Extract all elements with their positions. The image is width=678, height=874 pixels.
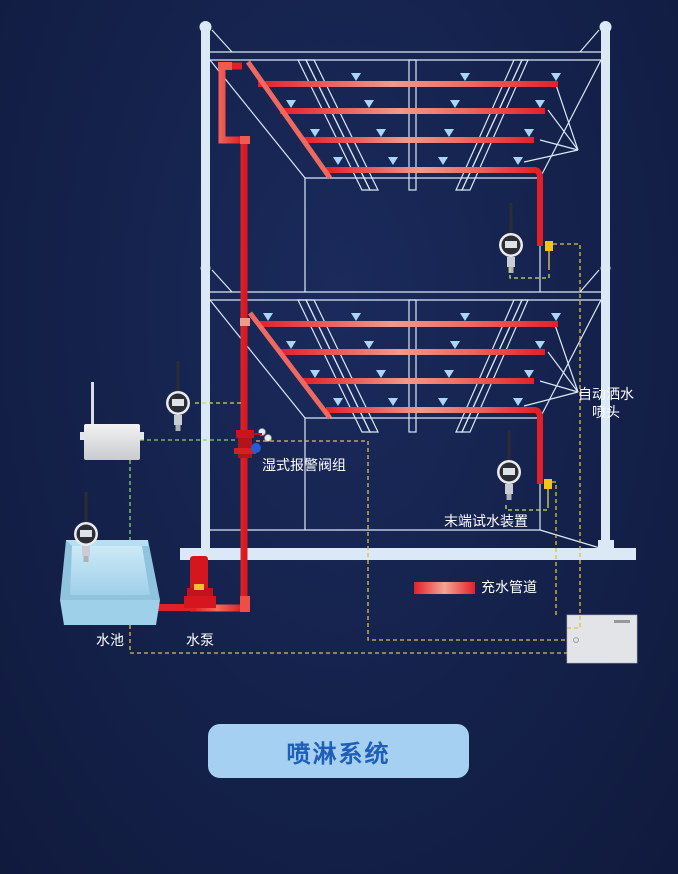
wireless-pressure-gauge-icon (74, 492, 98, 562)
sprinkler-head-group (263, 73, 561, 406)
label-end-test: 末端试水装置 (444, 514, 528, 530)
sprinkler-head-icon (513, 398, 523, 406)
sprinkler-head-icon (551, 73, 561, 81)
pressure-gauge-group (74, 203, 523, 562)
controller-box-icon (566, 614, 638, 664)
title-banner: 喷淋系统 (208, 724, 469, 778)
sprinkler-head-icon (535, 100, 545, 108)
building-frame (199, 21, 612, 556)
feed-main (245, 60, 333, 180)
legend-swatch-filled-pipe (414, 582, 475, 594)
wireless-gateway-icon (80, 382, 144, 460)
signal-lines (129, 243, 581, 654)
label-sprinkler-head: 自动洒水 喷头 (578, 386, 634, 422)
sprinkler-head-icon (286, 341, 296, 349)
wireless-pressure-gauge-icon (497, 430, 521, 500)
sprinkler-head-icon (438, 157, 448, 165)
sprinkler-head-icon (524, 370, 534, 378)
sprinkler-head-icon (438, 398, 448, 406)
sprinkler-head-icon (444, 129, 454, 137)
sprinkler-head-icon (351, 73, 361, 81)
sprinkler-head-icon (351, 313, 361, 321)
legend-label-filled-pipe: 充水管道 (481, 580, 537, 596)
sprinkler-head-icon (333, 157, 343, 165)
branch-pipe (302, 378, 534, 384)
sprinkler-head-icon (444, 370, 454, 378)
end-test-switch-icon (545, 241, 553, 270)
ground-slab (180, 548, 636, 560)
branch-pipe (258, 81, 558, 87)
branch-pipe (280, 349, 545, 355)
branch-pipe (258, 321, 558, 327)
branch-pipe (326, 407, 536, 413)
wireless-pressure-gauge-icon (499, 203, 523, 273)
sprinkler-head-icon (364, 341, 374, 349)
branch-pipe (326, 167, 536, 173)
wireless-pressure-gauge-icon (166, 361, 190, 431)
branch-pipe (280, 108, 545, 114)
sprinkler-head-icon (263, 313, 273, 321)
fire-pump-icon (184, 556, 216, 608)
riser-pipe (190, 66, 248, 612)
label-alarm-valve: 湿式报警阀组 (262, 458, 346, 474)
left-column (201, 26, 210, 556)
label-pool: 水池 (96, 633, 124, 649)
label-line: 喷头 (592, 405, 620, 421)
sprinkler-head-icon (460, 73, 470, 81)
filled-pipes (156, 60, 558, 612)
alarm-valve-icon (234, 428, 272, 458)
sprinkler-head-icon (450, 341, 460, 349)
sprinkler-head-icon (310, 370, 320, 378)
branch-pipe (302, 137, 534, 143)
water-pool (60, 540, 160, 625)
sprinkler-head-icon (513, 157, 523, 165)
sprinkler-head-icon (460, 313, 470, 321)
end-test-switch-icon (544, 479, 552, 505)
sprinkler-head-icon (286, 100, 296, 108)
sprinkler-head-icon (524, 129, 534, 137)
sprinkler-head-icon (364, 100, 374, 108)
diagram-title: 喷淋系统 (286, 739, 391, 768)
sprinkler-head-icon (551, 313, 561, 321)
sprinkler-head-icon (376, 129, 386, 137)
right-column (601, 26, 610, 556)
sprinkler-head-icon (450, 100, 460, 108)
label-pump: 水泵 (186, 633, 214, 649)
sprinkler-head-icon (388, 157, 398, 165)
sprinkler-head-icon (535, 341, 545, 349)
sprinkler-head-icon (333, 398, 343, 406)
sprinkler-head-icon (376, 370, 386, 378)
label-line: 自动洒水 (578, 387, 634, 403)
sprinkler-head-icon (388, 398, 398, 406)
sprinkler-head-icon (310, 129, 320, 137)
